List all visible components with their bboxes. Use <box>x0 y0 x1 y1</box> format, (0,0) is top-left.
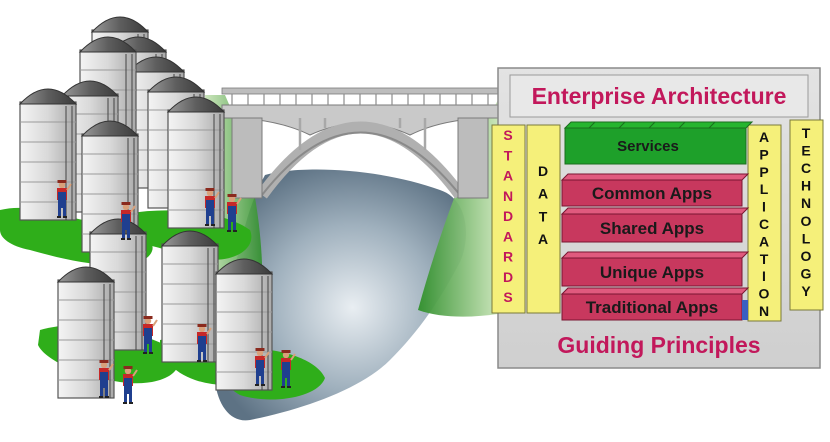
pillar-letter: O <box>801 213 812 229</box>
pillar-letter: A <box>759 129 769 145</box>
pillar-letter: A <box>503 168 513 184</box>
services-label: Services <box>617 138 679 155</box>
layer-label: Shared Apps <box>600 219 704 238</box>
pillar-letter: A <box>538 186 548 202</box>
layer-label: Traditional Apps <box>586 298 719 317</box>
pillar-letter: I <box>762 199 766 215</box>
pillar-letter: Y <box>801 283 811 299</box>
pillar-letter: A <box>503 228 513 244</box>
pillar-letter: O <box>759 286 770 302</box>
technology-pillar <box>789 119 824 311</box>
pillar-letter: H <box>801 178 811 194</box>
pillar-letter: N <box>503 188 513 204</box>
layer-common-apps: Common Apps <box>560 173 750 207</box>
pillar-letter: L <box>760 181 769 197</box>
pillar-letter: R <box>503 249 513 265</box>
pillar-letter: O <box>801 248 812 264</box>
layer-unique-apps: Unique Apps <box>560 251 750 287</box>
standards-pillar <box>491 124 526 314</box>
layer-shared-apps: Shared Apps <box>560 207 750 243</box>
pillar-letter: T <box>802 125 811 141</box>
pillar-letter: A <box>759 233 769 249</box>
pillar-letter: T <box>504 147 513 163</box>
pillar-letter: D <box>538 163 548 179</box>
data-pillar <box>526 124 561 314</box>
enterprise-architecture-frame: Enterprise Architecture Guiding Principl… <box>491 67 824 369</box>
pillar-letter: N <box>801 195 811 211</box>
pillar-letter: D <box>503 269 513 285</box>
pillar-letter: P <box>759 164 768 180</box>
app-layers: Common Apps Shared Apps Unique Apps Trad… <box>560 173 750 321</box>
pillar-letter: D <box>503 208 513 224</box>
enterprise-architecture-title: Enterprise Architecture <box>532 83 787 109</box>
pillar-letter: S <box>503 289 512 305</box>
layer-traditional-apps: Traditional Apps <box>560 287 750 321</box>
pillar-letter: C <box>759 216 769 232</box>
services-layer: Services <box>563 121 754 165</box>
pillar-letter: I <box>762 268 766 284</box>
pillar-letter: S <box>503 127 512 143</box>
pillar-letter: P <box>759 146 768 162</box>
pillar-letter: G <box>801 265 812 281</box>
pillar-letter: N <box>759 303 769 319</box>
pillar-letter: A <box>538 231 548 247</box>
pillar-letter: E <box>801 143 810 159</box>
guiding-principles-title: Guiding Principles <box>557 332 760 358</box>
application-pillar <box>747 124 782 322</box>
pillar-letter: L <box>802 230 811 246</box>
pillar-letter: C <box>801 160 811 176</box>
pillar-letter: T <box>760 251 769 267</box>
layer-label: Common Apps <box>592 184 712 203</box>
bridge-icon <box>221 87 501 199</box>
pillar-letter: T <box>539 208 548 224</box>
layer-label: Unique Apps <box>600 263 704 282</box>
